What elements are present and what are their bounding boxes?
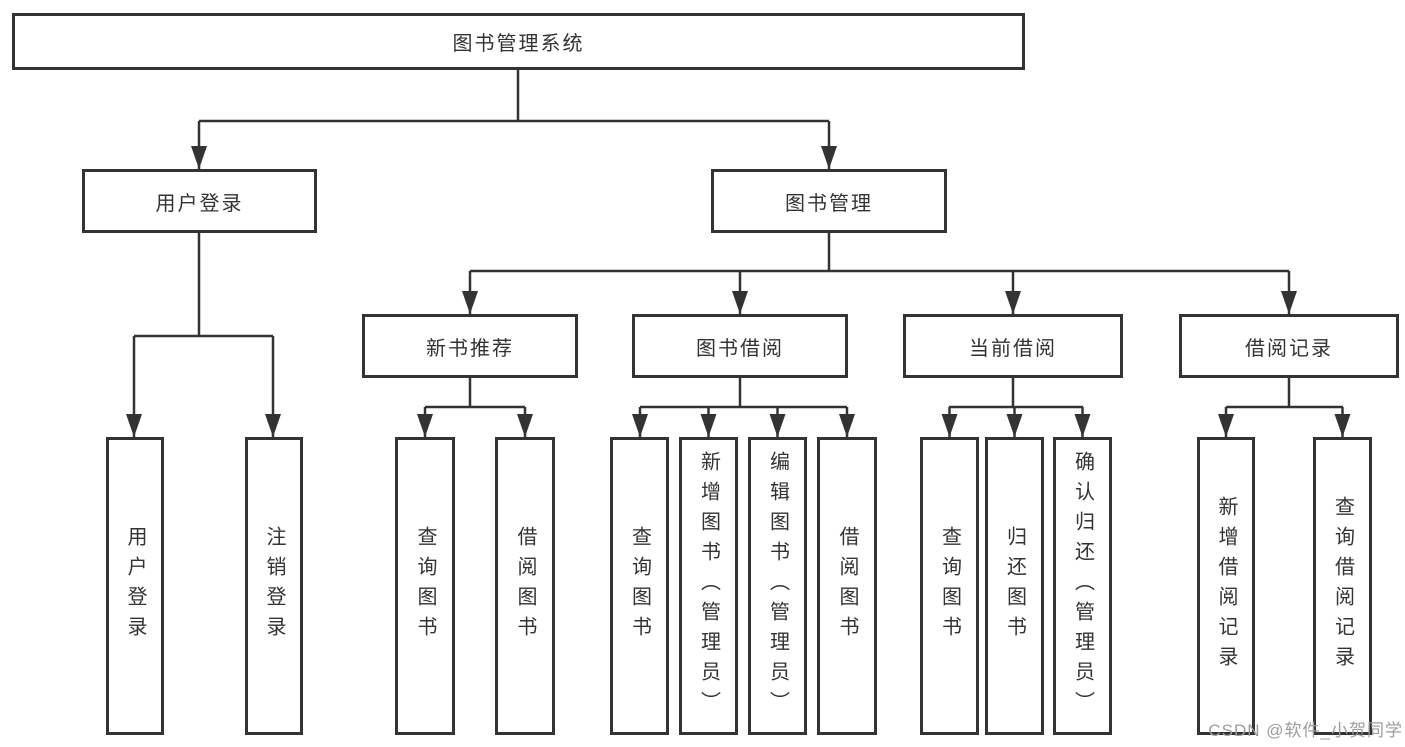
- leaf-label: 新增借阅记录: [1215, 496, 1237, 676]
- leaf-label: 查询借阅记录: [1331, 496, 1354, 676]
- leaf-label: 查询图书: [938, 526, 961, 646]
- node-borrow-records: 借阅记录: [1179, 314, 1399, 378]
- leaf-cb-confirm-return-admin: 确认归还（管理员）: [1053, 437, 1112, 735]
- node-label: 借阅记录: [1245, 337, 1333, 360]
- leaf-br-query-record: 查询借阅记录: [1313, 437, 1372, 735]
- leaf-label: 借阅图书: [514, 526, 536, 646]
- leaf-cb-return-books: 归还图书: [985, 437, 1044, 735]
- leaf-bb-add-books-admin: 新增图书（管理员）: [679, 437, 738, 735]
- watermark: CSDN @软件_小贺同学: [1208, 721, 1403, 740]
- leaf-label: 注销登录: [263, 526, 285, 646]
- leaf-bb-query-books: 查询图书: [610, 437, 669, 735]
- leaf-cb-query-books: 查询图书: [920, 437, 979, 735]
- leaf-label: 编辑图书（管理员）: [766, 451, 789, 721]
- node-new-book-recommend: 新书推荐: [362, 314, 578, 378]
- leaf-br-add-record: 新增借阅记录: [1197, 437, 1255, 735]
- node-book-borrow: 图书借阅: [632, 314, 848, 378]
- leaf-label: 查询图书: [414, 526, 436, 646]
- node-user-login: 用户登录: [82, 169, 317, 233]
- leaf-label: 归还图书: [1003, 526, 1026, 646]
- node-label: 用户登录: [155, 192, 244, 215]
- node-label: 图书借阅: [696, 337, 784, 360]
- connectors: [126, 70, 1351, 437]
- node-label: 图书管理: [785, 192, 873, 215]
- leaf-label: 查询图书: [628, 526, 651, 646]
- leaf-user-login: 用户登录: [106, 437, 164, 735]
- leaf-nb-borrow-books: 借阅图书: [495, 437, 555, 735]
- node-current-borrow: 当前借阅: [903, 314, 1123, 378]
- leaf-label: 借阅图书: [836, 526, 858, 646]
- node-label: 新书推荐: [426, 337, 514, 360]
- node-label: 图书管理系统: [452, 33, 585, 55]
- leaf-label: 新增图书（管理员）: [697, 451, 720, 721]
- leaf-bb-borrow-books: 借阅图书: [817, 437, 877, 735]
- leaf-label: 确认归还（管理员）: [1071, 451, 1094, 721]
- node-label: 当前借阅: [969, 337, 1057, 360]
- leaf-nb-query-books: 查询图书: [395, 437, 455, 735]
- leaf-label: 用户登录: [124, 526, 146, 646]
- node-root: 图书管理系统: [12, 13, 1025, 70]
- leaf-logout: 注销登录: [245, 437, 303, 735]
- leaf-bb-edit-books-admin: 编辑图书（管理员）: [748, 437, 807, 735]
- node-book-management: 图书管理: [711, 169, 947, 233]
